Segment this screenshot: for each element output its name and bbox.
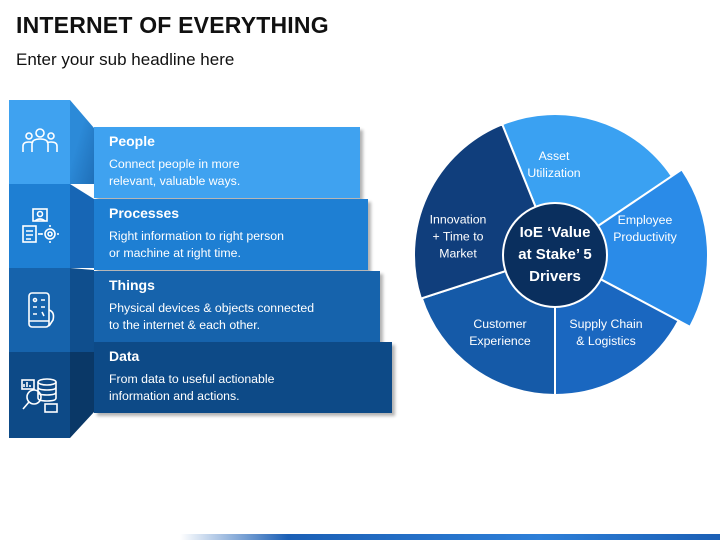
process-gear-icon [9, 184, 70, 268]
item-desc-line2: relevant, valuable ways. [109, 174, 241, 188]
wheel-center-label: IoE ‘Value at Stake’ 5 Drivers [518, 224, 592, 285]
people-bar-side [70, 100, 94, 184]
footer-bar [0, 534, 720, 540]
item-desc-line1: Physical devices & objects connected [109, 301, 315, 315]
item-desc-line2: information and actions. [109, 389, 240, 403]
page-subtitle: Enter your sub headline here [16, 50, 235, 69]
data-bar-side [70, 352, 94, 438]
things-bar-side [70, 268, 94, 352]
icon-strip [9, 100, 70, 438]
item-desc-line1: Right information to right person [109, 229, 284, 243]
wheel-graphic [413, 113, 709, 397]
processes-bar-side [70, 184, 94, 268]
page-title: INTERNET OF EVERYTHING [16, 12, 329, 38]
people-group-icon [9, 100, 70, 184]
wheel-center-disc [502, 202, 608, 308]
item-title: Data [109, 348, 140, 364]
item-desc-line1: Connect people in more [109, 157, 240, 171]
item-desc-line1: From data to useful actionable [109, 372, 275, 386]
segment-label-supply-chain: Supply Chain& Logistics [569, 317, 643, 348]
item-desc-line2: to the internet & each other. [109, 318, 261, 332]
item-people: People Connect people in more relevant, … [94, 127, 360, 198]
mobile-device-icon [9, 268, 70, 352]
database-search-icon [9, 352, 70, 438]
item-title: Processes [109, 205, 180, 221]
item-things: Things Physical devices & objects connec… [94, 271, 380, 342]
item-processes: Processes Right information to right per… [94, 199, 368, 270]
item-desc-line2: or machine at right time. [109, 246, 241, 260]
segment-employee-productivity [553, 168, 709, 329]
item-title: Things [109, 277, 155, 293]
item-data: Data From data to useful actionable info… [94, 342, 392, 413]
item-title: People [109, 133, 155, 149]
